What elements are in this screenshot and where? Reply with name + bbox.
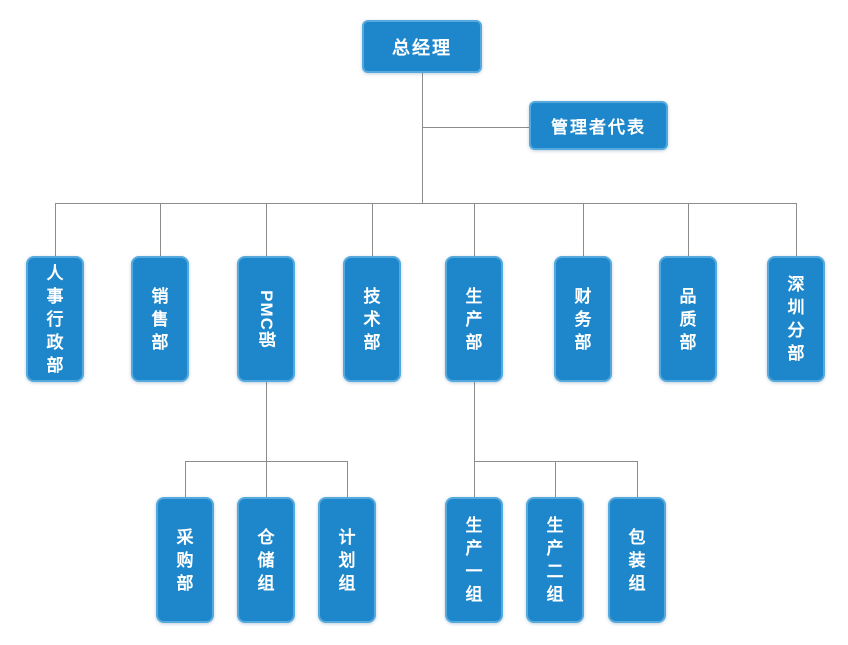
node-production-dept: 生产部: [445, 256, 503, 382]
node-packaging-team: 包装组: [608, 497, 666, 623]
node-warehouse-team: 仓储组: [237, 497, 295, 623]
node-label: 品质部: [679, 286, 697, 352]
node-label: 人事行政部: [46, 263, 64, 375]
node-planning-team: 计划组: [318, 497, 376, 623]
node-production-team2: 生产二组: [526, 497, 584, 623]
node-sales-dept: 销售部: [131, 256, 189, 382]
connector-drop-prod-team1: [474, 461, 475, 497]
node-production-team1: 生产一组: [445, 497, 503, 623]
connector-root-stem: [422, 73, 423, 203]
node-label: 管理者代表: [551, 118, 646, 137]
connector-drop-planning: [347, 461, 348, 497]
connector-drop-purchasing: [185, 461, 186, 497]
connector-pmc-stem: [266, 382, 267, 461]
node-label: 销售部: [151, 286, 169, 352]
node-management-representative: 管理者代表: [529, 101, 668, 150]
node-label: 生产一组: [465, 516, 483, 604]
node-general-manager: 总经理: [362, 20, 482, 73]
node-label: PMC部: [256, 289, 276, 349]
node-label: 仓储组: [257, 527, 275, 593]
connector-drop-shenzhen: [796, 203, 797, 256]
node-hr-admin-dept: 人事行政部: [26, 256, 84, 382]
connector-drop-sales: [160, 203, 161, 256]
connector-drop-tech: [372, 203, 373, 256]
node-quality-dept: 品质部: [659, 256, 717, 382]
connector-drop-warehouse: [266, 461, 267, 497]
node-label: 计划组: [338, 527, 356, 593]
node-label: 深圳分部: [787, 275, 805, 363]
node-label: 包装组: [628, 527, 646, 593]
connector-drop-finance: [583, 203, 584, 256]
node-finance-dept: 财务部: [554, 256, 612, 382]
node-label: 生产二组: [546, 516, 564, 604]
connector-production-stem: [474, 382, 475, 461]
node-label: 采购部: [176, 527, 194, 593]
node-tech-dept: 技术部: [343, 256, 401, 382]
connector-management-rep: [422, 127, 529, 128]
connector-drop-prod-team2: [555, 461, 556, 497]
node-label: 生产部: [465, 286, 483, 352]
connector-drop-hr-admin: [55, 203, 56, 256]
node-label: 总经理: [392, 37, 452, 58]
connector-drop-production: [474, 203, 475, 256]
connector-drop-quality: [688, 203, 689, 256]
node-shenzhen-branch: 深圳分部: [767, 256, 825, 382]
connector-level2-bus: [55, 203, 796, 204]
node-pmc-dept: PMC部: [237, 256, 295, 382]
node-purchasing-dept: 采购部: [156, 497, 214, 623]
connector-drop-pmc: [266, 203, 267, 256]
node-label: 技术部: [363, 286, 381, 352]
node-label: 财务部: [574, 286, 592, 352]
connector-drop-packaging: [637, 461, 638, 497]
